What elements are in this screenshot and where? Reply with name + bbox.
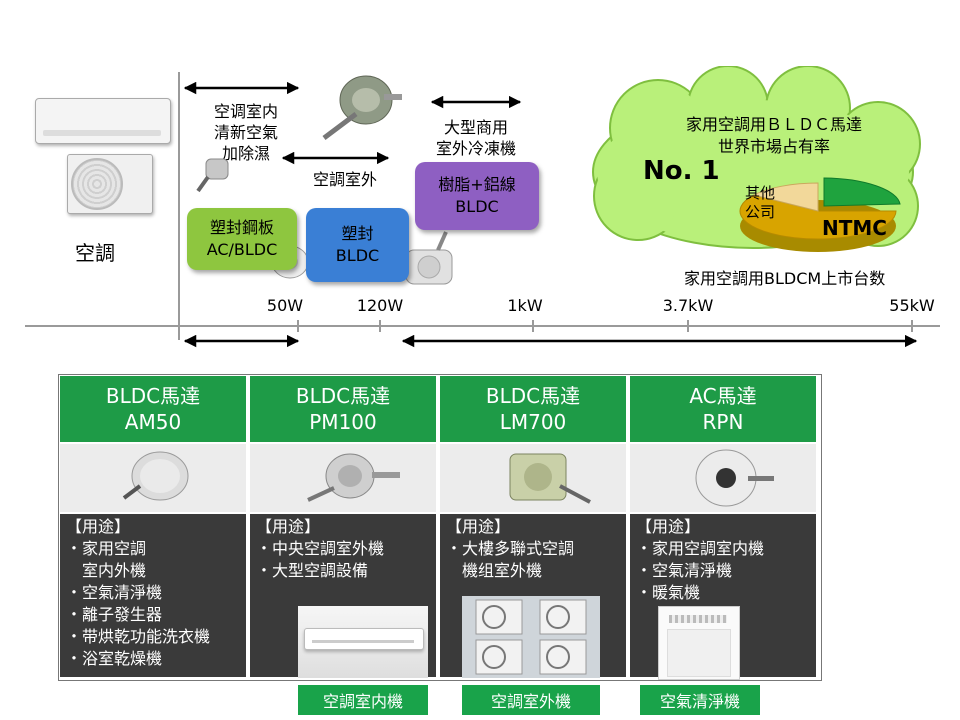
- usage-item: ・带烘乾功能洗衣機: [66, 627, 211, 646]
- usage-title: 【用途】: [66, 517, 131, 536]
- axis-tick-label: 3.7kW: [662, 296, 714, 315]
- rpn-motor-icon: [695, 449, 774, 507]
- usage-item: ・浴室乾燥機: [66, 649, 163, 668]
- usage-title: 【用途】: [256, 517, 321, 536]
- outdoor-motor-icon: [322, 75, 402, 140]
- usage-item: 室内外機: [66, 561, 147, 580]
- tag-indoor-unit: 空調室内機: [298, 685, 428, 715]
- tag-air-purifier: 空氣清淨機: [640, 685, 760, 715]
- usage-title: 【用途】: [446, 517, 511, 536]
- usage-item: ・暖氣機: [636, 583, 701, 602]
- lm700-motor-icon: [509, 453, 591, 504]
- indoor-range-label: 空调室内 清新空氣 加除濕: [213, 102, 278, 163]
- usage-item: ・空氣清淨機: [636, 561, 733, 580]
- motor-image-lm700: [440, 444, 626, 512]
- usage-item: ・大樓多聯式空調: [446, 539, 575, 558]
- resin-aluminum-bldc-box: 樹脂+鋁線 BLDC: [415, 162, 539, 230]
- market-share-pie: [739, 177, 901, 252]
- air-conditioner-label: 空調: [75, 241, 115, 265]
- indoor-unit-photo: [298, 606, 428, 678]
- motor-image-am50: [60, 444, 246, 512]
- usage-title: 【用途】: [636, 517, 701, 536]
- axis-tick-label: 55kW: [889, 296, 935, 315]
- usage-item: ・中央空調室外機: [256, 539, 385, 558]
- usage-item: ・空氣清淨機: [66, 583, 163, 602]
- rank-label: No. 1: [643, 156, 720, 186]
- molded-bldc-box: 塑封 BLDC: [306, 208, 409, 282]
- market-share-cloud: [592, 66, 921, 252]
- commercial-range-label: 大型商用 室外冷凍機: [435, 118, 516, 158]
- tag-outdoor-unit: 空調室外機: [462, 685, 600, 715]
- outdoor-range-label: 空調室外: [312, 170, 377, 189]
- horizontal-axis-line: [25, 325, 940, 327]
- resin-motor-icon: [405, 231, 453, 285]
- usage-item: ・離子發生器: [66, 605, 163, 624]
- motor-image-rpn: [630, 444, 816, 512]
- axis-tick-label: 50W: [266, 296, 304, 315]
- other-companies-label: 其他 公司: [744, 184, 775, 221]
- axis-tick-label: 120W: [356, 296, 404, 315]
- usage-item: ・大型空調設備: [256, 561, 369, 580]
- air-purifier-photo: [658, 606, 740, 680]
- usage-item: 機组室外機: [446, 561, 543, 580]
- cloud-title: 家用空調用ＢＬＤＣ馬達 世界市場占有率: [685, 115, 862, 156]
- usage-am50: 【用途】 ・家用空調 室内外機 ・空氣清淨機 ・離子發生器 ・带烘乾功能洗衣機 …: [60, 514, 246, 677]
- am50-motor-icon: [122, 451, 189, 501]
- range-arrows: [183, 81, 918, 348]
- small-motor-icon: [196, 158, 229, 193]
- usage-item: ・家用空調室内機: [636, 539, 765, 558]
- axis-tick-label: 1kW: [507, 296, 543, 315]
- air-conditioner-illustration: [33, 96, 173, 214]
- pm100-motor-icon: [307, 453, 400, 502]
- motor-image-pm100: [250, 444, 436, 512]
- vertical-axis-line: [178, 72, 180, 340]
- ntmc-label: NTMC: [822, 216, 887, 240]
- usage-item: ・家用空調: [66, 539, 147, 558]
- steel-molded-motor-box: 塑封鋼板 AC/BLDC: [187, 208, 297, 270]
- cloud-caption: 家用空調用BLDCM上市台数: [684, 269, 886, 288]
- outdoor-units-photo: [462, 596, 600, 678]
